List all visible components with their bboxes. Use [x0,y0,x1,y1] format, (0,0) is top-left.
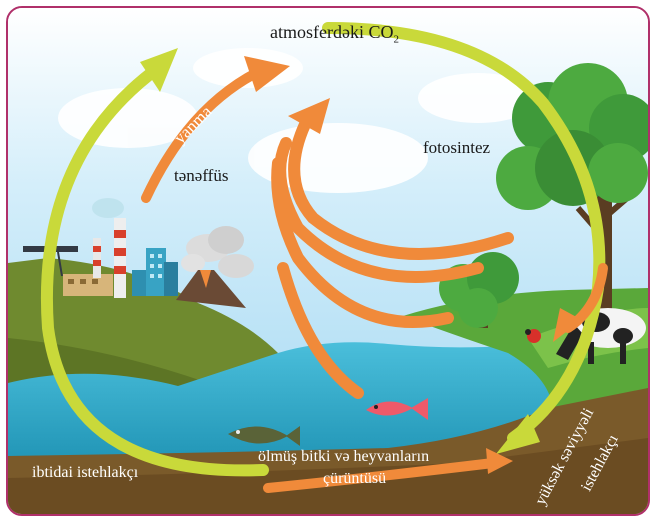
flow-arrowhead-combustion [244,56,290,92]
cycle-arrow [40,22,606,477]
flow-arrowhead-consumer [553,308,582,342]
label-primary-consumer: ibtidai istehlakçı [32,464,139,481]
label-atmospheric-co2: atmosferdəki CO2 [270,22,399,46]
carbon-cycle-scene [8,8,648,514]
soil-dark [8,438,648,514]
water [8,338,568,468]
dark-fish [228,426,300,446]
red-fish [366,398,428,420]
label-respiration: tənəffüs [174,166,229,185]
label-atmospheric-co2-subscript: 2 [393,33,399,46]
label-decomposition-line2: çürüntüsü [323,470,387,487]
flow-arrows [141,67,608,493]
ladybug [525,329,541,343]
volcano [176,226,254,308]
flow-arrowhead-respiration [288,98,330,134]
diagram-frame: atmosferdəki CO2 yanma tənəffüs fotosint… [6,6,650,516]
label-decomposition-line1: ölmüş bitki və heyvanların [258,448,430,465]
label-atmospheric-co2-text: atmosferdəki CO [270,22,394,42]
label-photosynthesis: fotosintez [423,138,491,157]
cycle-arrowhead-top [140,48,178,92]
cycle-arrowhead-bottom [496,414,540,454]
flow-arrowhead-decomposition [486,448,513,474]
city-buildings [132,248,178,296]
